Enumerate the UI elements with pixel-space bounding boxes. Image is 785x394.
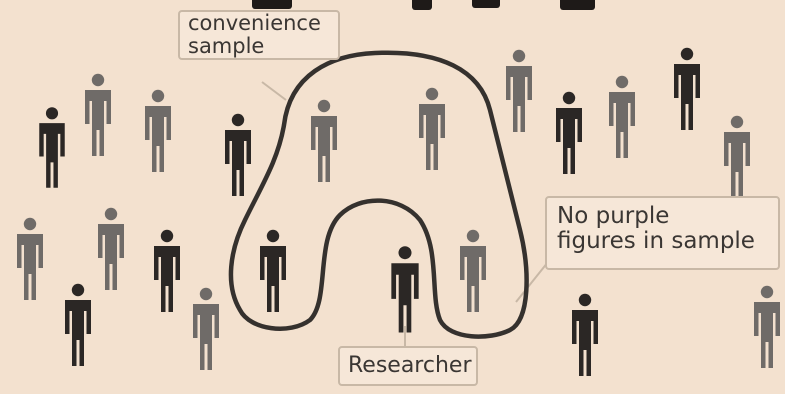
- person-icon: [260, 229, 286, 312]
- person-icon: [572, 293, 598, 376]
- no-purple-label-line1: No purple: [557, 203, 670, 229]
- callout-connector: [515, 261, 549, 303]
- convenience-sample-label-line1: convenience: [188, 11, 321, 35]
- researcher-label: Researcher: [348, 353, 472, 378]
- person-icon: [556, 91, 582, 174]
- person-icon: [311, 99, 337, 182]
- person-icon: [506, 49, 532, 132]
- person-icon: [193, 287, 219, 370]
- person-icon: [154, 229, 180, 312]
- person-icon: [145, 89, 171, 172]
- person-icon: [674, 47, 700, 130]
- convenience-sample-callout: convenience sample: [178, 10, 340, 60]
- person-icon: [754, 285, 780, 368]
- person-icon: [39, 107, 65, 188]
- person-icon: [85, 73, 111, 156]
- person-icon: [65, 283, 91, 366]
- person-icon: [609, 75, 635, 158]
- person-icon: [460, 229, 486, 312]
- person-icon: [724, 115, 750, 198]
- person-icon: [98, 207, 124, 290]
- person-icon: [17, 217, 43, 300]
- callout-connector: [261, 81, 287, 101]
- person-icon: [225, 113, 251, 196]
- sample-outline: [228, 50, 529, 339]
- no-purple-callout: No purple figures in sample: [545, 196, 780, 270]
- researcher-callout: Researcher: [338, 346, 478, 386]
- cropped-headline-strip: [0, 0, 785, 12]
- no-purple-label-line2: figures in sample: [557, 228, 755, 255]
- convenience-sample-label-line2: sample: [188, 34, 265, 59]
- person-icon: [419, 87, 445, 170]
- person-icon: [391, 246, 419, 333]
